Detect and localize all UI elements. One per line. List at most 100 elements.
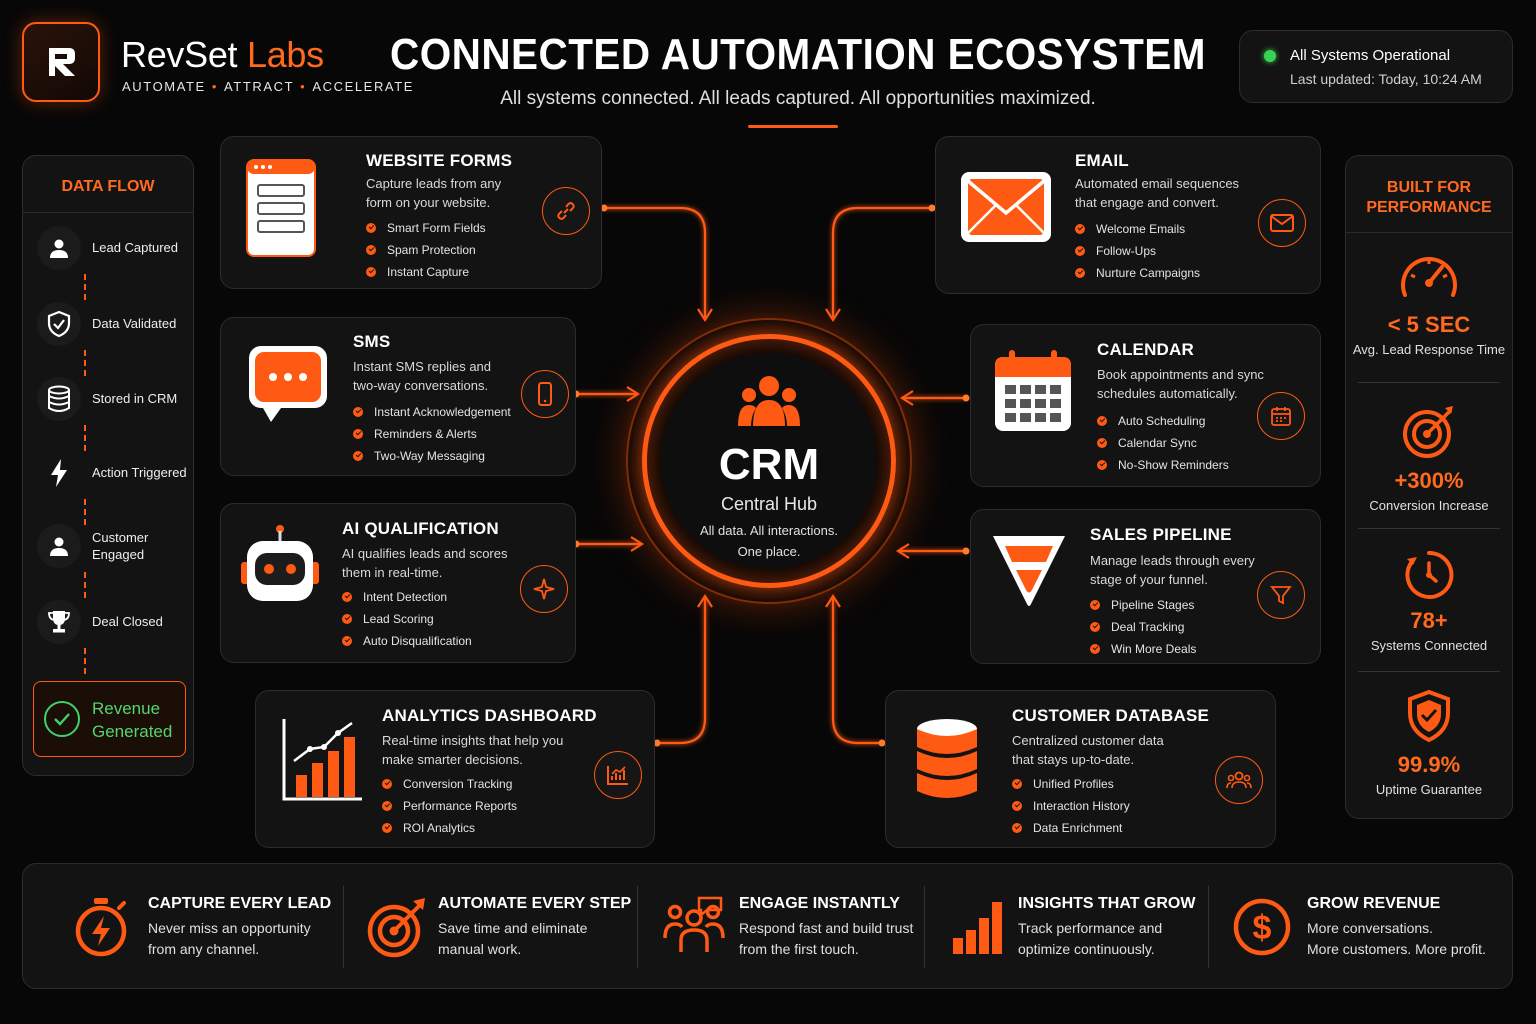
- list-item: Win More Deals: [1090, 638, 1196, 660]
- list-item: Deal Tracking: [1090, 616, 1196, 638]
- card-customer-database[interactable]: CUSTOMER DATABASE Centralized customer d…: [885, 690, 1276, 848]
- list-item: Instant Acknowledgement: [353, 401, 511, 423]
- link-icon[interactable]: [542, 187, 590, 235]
- phone-icon[interactable]: [521, 370, 569, 418]
- list-item: Spam Protection: [366, 239, 486, 261]
- list-item: Unified Profiles: [1012, 773, 1130, 795]
- list-item: Conversion Tracking: [382, 773, 517, 795]
- stopwatch-bolt-icon: [75, 898, 127, 957]
- metric-uptime: 99.9% Uptime Guarantee: [1346, 684, 1512, 797]
- user-icon: [37, 524, 81, 568]
- list-item: Interaction History: [1012, 795, 1130, 817]
- sparkle-icon[interactable]: [520, 565, 568, 613]
- brand-name: RevSet Labs: [121, 34, 324, 75]
- database-stack-icon: [915, 717, 979, 812]
- list-item: Instant Capture: [366, 261, 486, 283]
- list-item: No-Show Reminders: [1097, 454, 1229, 476]
- hub-subtitle: Central Hub: [720, 494, 818, 514]
- flow-step-lead-captured: Lead Captured: [37, 226, 197, 270]
- web-form-icon: [246, 159, 316, 262]
- title-underline: [748, 125, 838, 128]
- data-flow-panel: DATA FLOW Lead Captured Data Validated S…: [22, 155, 194, 776]
- status-indicator-icon: [1264, 50, 1276, 62]
- users-icon[interactable]: [1215, 756, 1263, 804]
- hub-title: CRM: [718, 440, 820, 489]
- list-item: Lead Scoring: [342, 608, 472, 630]
- list-item: Data Enrichment: [1012, 817, 1130, 839]
- calendar-small-icon[interactable]: [1257, 392, 1305, 440]
- calendar-icon: [993, 349, 1073, 438]
- bar-chart-icon: [953, 902, 1002, 954]
- list-item: Smart Form Fields: [366, 217, 486, 239]
- envelope-icon: [960, 171, 1052, 248]
- chart-icon[interactable]: [594, 751, 642, 799]
- svg-text:$: $: [1253, 909, 1272, 947]
- benefits-strip: CAPTURE EVERY LEAD Never miss an opportu…: [22, 863, 1513, 989]
- list-item: Nurture Campaigns: [1075, 262, 1200, 284]
- card-ai-qualification[interactable]: AI QUALIFICATION AI qualifies leads and …: [220, 503, 576, 663]
- flow-step-customer-engaged: Customer Engaged: [37, 524, 197, 568]
- list-item: Intent Detection: [342, 586, 472, 608]
- flow-step-action-triggered: Action Triggered: [37, 451, 197, 495]
- page-title: CONNECTED AUTOMATION ECOSYSTEM: [390, 30, 1206, 79]
- wire-analytics: [657, 598, 707, 745]
- list-item: Pipeline Stages: [1090, 594, 1196, 616]
- list-item: Two-Way Messaging: [353, 445, 511, 467]
- list-item: ROI Analytics: [382, 817, 517, 839]
- flow-step-stored-in-crm: Stored in CRM: [37, 377, 197, 421]
- card-sales-pipeline[interactable]: SALES PIPELINE Manage leads through ever…: [970, 509, 1321, 664]
- card-analytics-dashboard[interactable]: ANALYTICS DASHBOARD Real-time insights t…: [255, 690, 655, 848]
- wire-database: [831, 598, 882, 745]
- user-icon: [37, 226, 81, 270]
- list-item: Follow-Ups: [1075, 240, 1200, 262]
- funnel-icon: [991, 532, 1067, 613]
- brand-tagline: AUTOMATE•ATTRACT•ACCELERATE: [122, 79, 415, 94]
- metric-systems-connected: 78+ Systems Connected: [1346, 540, 1512, 653]
- stopwatch-icon: [1346, 540, 1512, 604]
- wire-website-forms: [604, 206, 707, 318]
- metric-response-time: < 5 SEC Avg. Lead Response Time: [1346, 244, 1512, 357]
- shield-check-icon: [1346, 684, 1512, 748]
- list-item: Reminders & Alerts: [353, 423, 511, 445]
- metric-conversion-increase: +300% Conversion Increase: [1346, 400, 1512, 513]
- flow-step-deal-closed: Deal Closed: [37, 600, 197, 644]
- mail-icon[interactable]: [1258, 199, 1306, 247]
- speedometer-icon: [1346, 244, 1512, 308]
- target-icon: [1346, 400, 1512, 464]
- trophy-icon: [37, 600, 81, 644]
- chat-bubble-icon: [247, 344, 329, 429]
- brand-logo[interactable]: [22, 22, 100, 102]
- status-panel: All Systems Operational Last updated: To…: [1239, 30, 1513, 103]
- dollar-icon: $: [1233, 898, 1291, 956]
- team-icon: [738, 376, 800, 426]
- data-flow-title: DATA FLOW: [61, 178, 155, 195]
- check-circle-icon: [44, 701, 80, 737]
- logo-mark-icon: [49, 48, 75, 76]
- list-item: Calendar Sync: [1097, 432, 1229, 454]
- status-label: All Systems Operational: [1290, 47, 1451, 64]
- people-icon: [663, 896, 725, 952]
- list-item: Performance Reports: [382, 795, 517, 817]
- target-icon: [367, 898, 425, 958]
- page-subtitle: All systems connected. All leads capture…: [500, 88, 1096, 109]
- hub-description: All data. All interactions.One place.: [699, 523, 839, 559]
- filter-icon[interactable]: [1257, 571, 1305, 619]
- list-item: Auto Scheduling: [1097, 410, 1229, 432]
- bar-chart-icon: [280, 717, 364, 808]
- status-updated: Last updated: Today, 10:24 AM: [1290, 71, 1482, 87]
- crm-central-hub[interactable]: CRM Central Hub All data. All interactio…: [626, 318, 912, 604]
- wire-email: [831, 206, 932, 318]
- robot-icon: [239, 524, 321, 609]
- database-icon: [37, 377, 81, 421]
- list-item: Welcome Emails: [1075, 218, 1200, 240]
- lightning-icon: [37, 451, 81, 495]
- flow-step-data-validated: Data Validated: [37, 302, 197, 346]
